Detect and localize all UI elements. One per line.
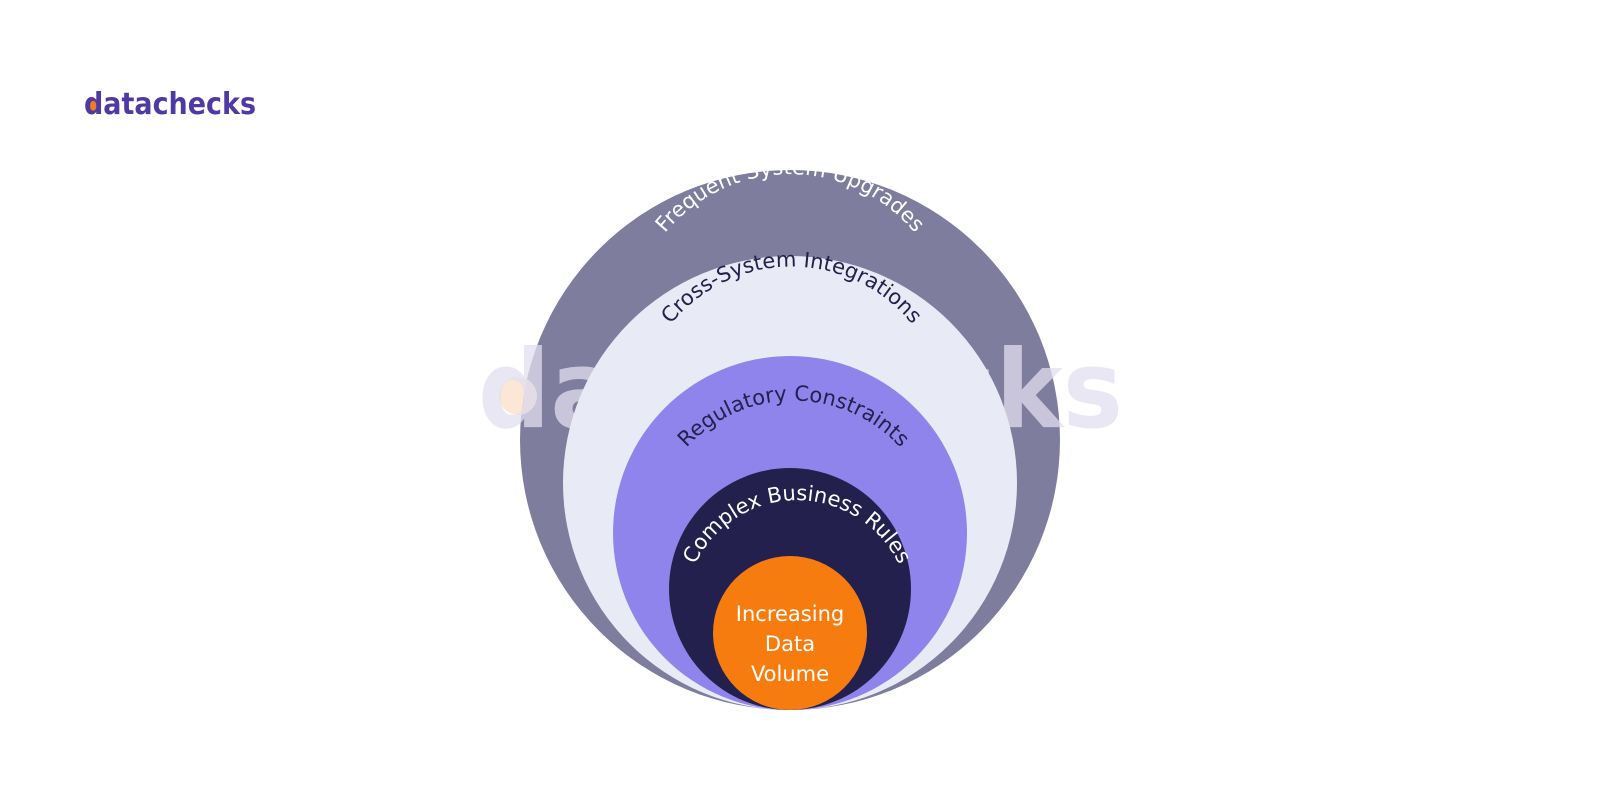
logo-text: datachecks [84,87,256,122]
core-label-line-2: Data [765,632,815,656]
logo-dot [86,99,100,113]
core-label: Increasing Data Volume [736,602,844,686]
core-increasing-data-volume [713,556,867,710]
core-label-line-3: Volume [751,662,829,686]
core-label-line-1: Increasing [736,602,844,626]
brand-logo: datachecks [84,87,256,122]
watermark-dot [499,377,537,415]
